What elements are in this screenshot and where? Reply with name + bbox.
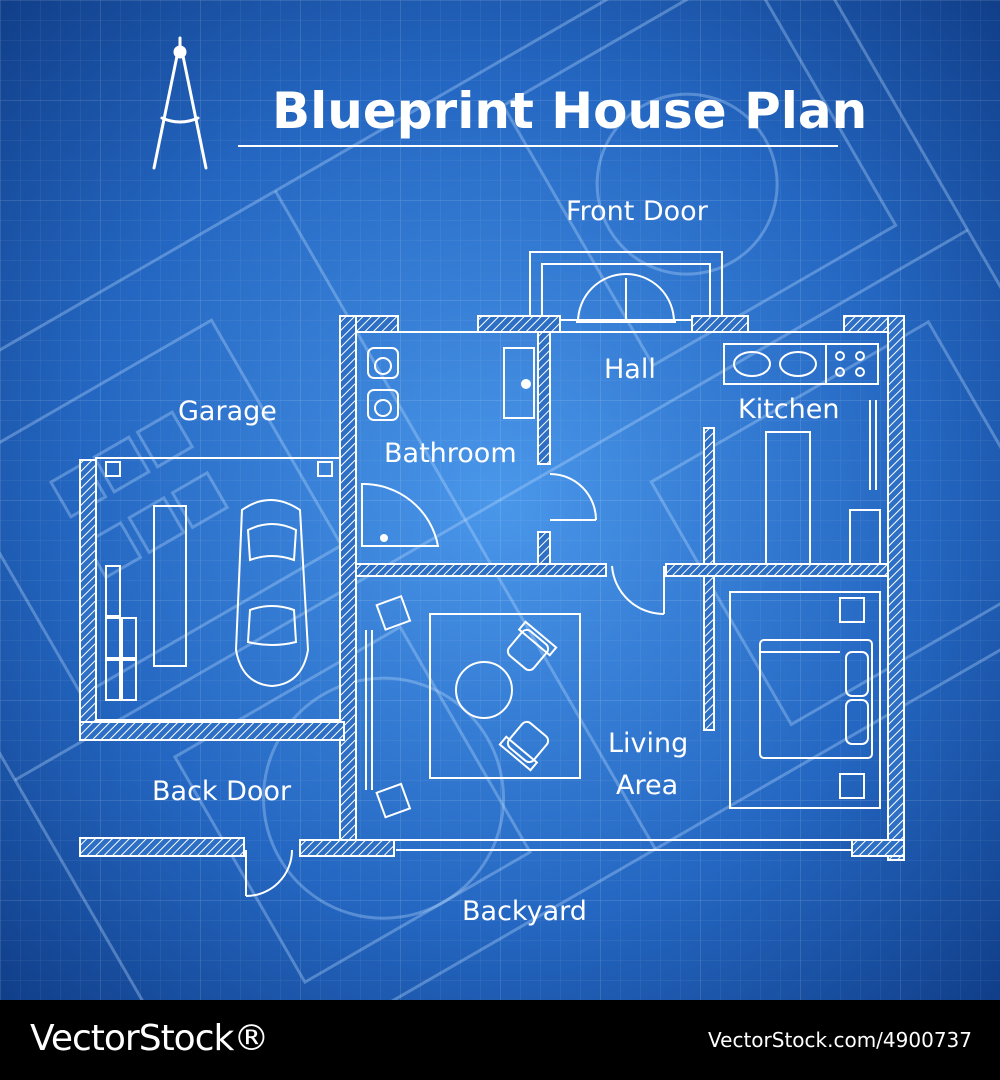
label-living-area-line2: Area	[616, 770, 678, 801]
label-garage: Garage	[178, 396, 277, 427]
bathroom-fixtures	[361, 347, 535, 547]
doors	[245, 273, 676, 897]
watermark-bar: VectorStock® VectorStock.com/4900737	[0, 1000, 1000, 1080]
label-hall: Hall	[604, 354, 656, 385]
living-furniture	[365, 594, 581, 819]
page-title: Blueprint House Plan	[272, 82, 867, 140]
label-kitchen: Kitchen	[738, 394, 839, 425]
label-front-door: Front Door	[566, 196, 709, 227]
walls	[79, 315, 905, 861]
floor-plan-svg: Blueprint House Plan	[0, 0, 1000, 1000]
grid-big	[0, 0, 1000, 1000]
label-backyard: Backyard	[462, 896, 587, 927]
garage-fixtures	[105, 461, 333, 701]
kitchen-fixtures	[723, 343, 881, 565]
background-blueprint	[0, 0, 1000, 1000]
bedroom-furniture	[729, 591, 881, 809]
blueprint-canvas: Blueprint House Plan	[0, 0, 1000, 1000]
label-back-door: Back Door	[152, 776, 292, 807]
label-living-area-line1: Living	[608, 728, 688, 759]
vectorstock-logo: VectorStock®	[30, 1018, 269, 1059]
compass-icon	[152, 36, 208, 170]
vectorstock-id: VectorStock.com/4900737	[708, 1028, 972, 1052]
label-bathroom: Bathroom	[384, 438, 517, 469]
car-icon	[234, 499, 310, 688]
